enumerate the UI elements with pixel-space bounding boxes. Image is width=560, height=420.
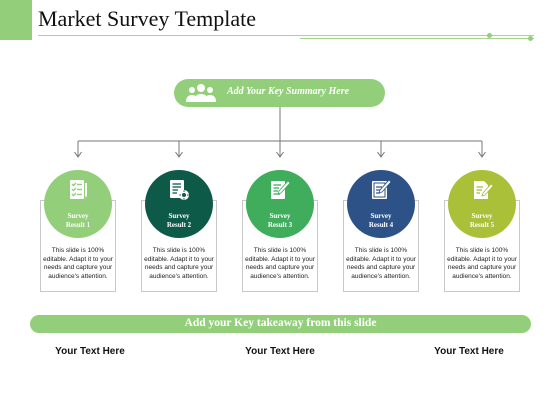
result-circle-2: Survey Result 2 <box>145 170 213 238</box>
footer-text-2: Your Text Here <box>245 346 315 357</box>
footer-text-1: Your Text Here <box>55 346 125 357</box>
result-label: Survey Result 1 <box>44 212 112 230</box>
result-circle-5: Survey Result 5 <box>448 170 516 238</box>
result-description: This slide is 100% editable. Adapt it to… <box>144 247 214 280</box>
checklist-icon <box>70 180 87 199</box>
footer-text-3: Your Text Here <box>434 346 504 357</box>
title-underline-secondary <box>300 38 534 39</box>
result-label: Survey Result 3 <box>246 212 314 230</box>
result-description: This slide is 100% editable. Adapt it to… <box>346 247 416 280</box>
underline-dot <box>528 36 533 41</box>
document-pen-icon <box>271 180 291 199</box>
result-label-line1: Survey <box>67 212 89 220</box>
result-label-line2: Result 2 <box>166 221 192 229</box>
result-label: Survey Result 2 <box>145 212 213 230</box>
result-description: This slide is 100% editable. Adapt it to… <box>447 247 517 280</box>
result-label-line2: Result 5 <box>469 221 495 229</box>
result-label-line1: Survey <box>269 212 291 220</box>
key-summary-pill: Add Your Key Summary Here <box>174 79 385 107</box>
document-edit-icon <box>474 181 494 199</box>
result-description: This slide is 100% editable. Adapt it to… <box>245 247 315 280</box>
key-takeaway-bar: Add your Key takeaway from this slide <box>30 315 531 333</box>
key-summary-text: Add Your Key Summary Here <box>227 86 350 97</box>
result-label-line2: Result 1 <box>65 221 91 229</box>
result-circle-1: Survey Result 1 <box>44 170 112 238</box>
title-accent-block <box>0 0 32 40</box>
result-label-line2: Result 3 <box>267 221 293 229</box>
result-description: This slide is 100% editable. Adapt it to… <box>43 247 113 280</box>
page-title: Market Survey Template <box>38 6 256 31</box>
clipboard-pen-icon <box>372 179 392 199</box>
result-label-line1: Survey <box>370 212 392 220</box>
result-circle-4: Survey Result 4 <box>347 170 415 238</box>
document-gear-icon <box>170 180 189 200</box>
result-label-line1: Survey <box>168 212 190 220</box>
result-label: Survey Result 4 <box>347 212 415 230</box>
result-label-line1: Survey <box>471 212 493 220</box>
people-group-icon <box>186 84 216 102</box>
key-takeaway-text: Add your Key takeaway from this slide <box>184 317 377 329</box>
result-circle-3: Survey Result 3 <box>246 170 314 238</box>
title-underline <box>38 35 534 36</box>
result-label-line2: Result 4 <box>368 221 394 229</box>
result-label: Survey Result 5 <box>448 212 516 230</box>
underline-dot <box>487 33 492 38</box>
